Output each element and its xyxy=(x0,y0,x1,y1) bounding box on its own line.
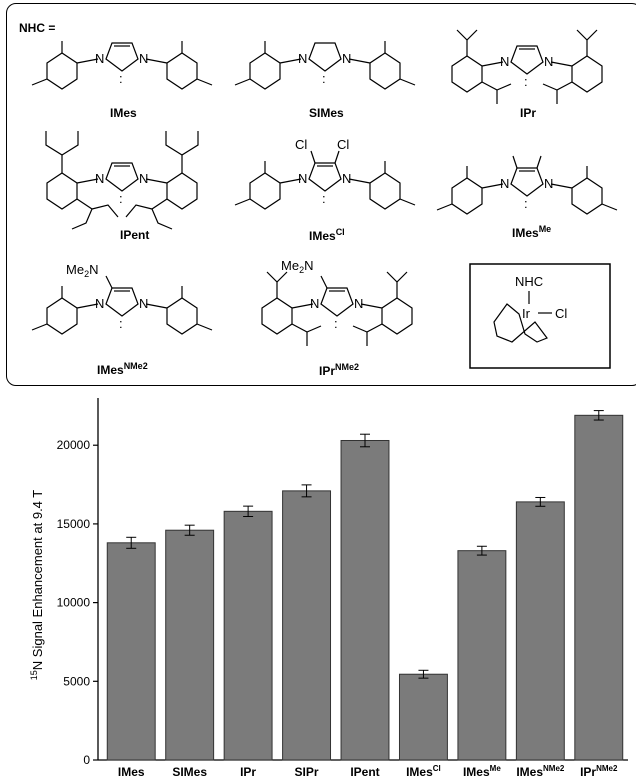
bar xyxy=(574,414,624,761)
carbene-lone-pair: : xyxy=(334,316,338,331)
x-tick-label: SIMes xyxy=(172,765,207,779)
carbene-lone-pair: : xyxy=(524,74,528,89)
atom-n-left: N xyxy=(298,171,307,186)
atom-me2n: Me2N xyxy=(66,262,98,279)
bar xyxy=(515,501,565,761)
structure-simes: N N : xyxy=(234,41,416,90)
y-tick-label: 5000 xyxy=(63,674,90,688)
atom-n-right: N xyxy=(139,296,148,311)
y-tick-label: 15000 xyxy=(57,517,91,531)
atom-n-right: N xyxy=(139,51,148,66)
carbene-lone-pair: : xyxy=(322,71,326,86)
compound-label: IMesMe xyxy=(512,224,551,240)
bar xyxy=(106,542,156,761)
y-tick-label: 20000 xyxy=(57,438,91,452)
carbene-lone-pair: : xyxy=(119,316,123,331)
bar xyxy=(165,529,215,761)
structure-ipent: N N : xyxy=(45,131,199,230)
structure-imes: N N : xyxy=(31,41,213,90)
bar xyxy=(340,439,390,761)
x-tick-label: IPr xyxy=(240,765,256,779)
compound-label: IMesCl xyxy=(309,227,345,243)
atom-n-left: N xyxy=(95,171,104,186)
enhancement-bar-chart: 15N Signal Enhancement at 9.4 T 0 5000 100… xyxy=(0,390,636,780)
atom-n-right: N xyxy=(544,176,553,191)
atom-n-right: N xyxy=(544,54,553,69)
complex-halide: Cl xyxy=(555,306,567,321)
atom-n-right: N xyxy=(139,171,148,186)
x-tick-label: IPrNMe2 xyxy=(580,764,618,779)
compound-label: IPent xyxy=(120,228,149,242)
y-tick-label: 0 xyxy=(83,753,90,767)
atom-cl-left: Cl xyxy=(295,137,307,152)
cod-ligand xyxy=(493,303,548,343)
atom-n-left: N xyxy=(500,54,509,69)
structure-ipr: N N : xyxy=(451,29,603,104)
atom-n-left: N xyxy=(95,296,104,311)
bar xyxy=(282,490,332,761)
bar xyxy=(457,550,507,761)
scheme-header: NHC = xyxy=(19,21,55,35)
structure-iprnme2: Me2N N N : xyxy=(261,258,413,346)
x-tick-label: IMesMe xyxy=(463,764,501,779)
x-tick-label: SIPr xyxy=(295,765,319,779)
atom-me2n: Me2N xyxy=(281,258,313,275)
chart-plot-area: 15N Signal Enhancement at 9.4 T 0 5000 100… xyxy=(29,398,628,779)
iridium-complex: NHC Ir Cl xyxy=(469,263,611,369)
x-tick-label: IMesCl xyxy=(406,764,441,779)
carbene-lone-pair: : xyxy=(322,191,326,206)
structure-imesme: N N : xyxy=(436,155,618,215)
atom-n-right: N xyxy=(342,171,351,186)
compound-label: SIMes xyxy=(309,106,344,120)
x-tick-label: IPent xyxy=(350,765,379,779)
x-tick-label: IMes xyxy=(118,765,145,779)
atom-n-right: N xyxy=(354,296,363,311)
compound-label: IPrNMe2 xyxy=(319,362,359,378)
structure-imescl: Cl Cl N N : xyxy=(234,137,416,210)
carbene-lone-pair: : xyxy=(524,196,528,211)
x-tick-label: IMesNMe2 xyxy=(516,764,565,779)
compound-label: IMes xyxy=(110,106,137,120)
nhc-structure-scheme: NHC = N N : N N xyxy=(6,3,636,386)
bar xyxy=(223,510,273,761)
y-axis-title: 15N Signal Enhancement at 9.4 T xyxy=(29,490,45,681)
atom-cl-right: Cl xyxy=(337,137,349,152)
bar xyxy=(398,673,448,761)
y-tick-label: 10000 xyxy=(57,596,91,610)
atom-n-left: N xyxy=(298,51,307,66)
carbene-lone-pair: : xyxy=(119,71,123,86)
carbene-lone-pair: : xyxy=(119,191,123,206)
compound-label: IPr xyxy=(520,106,536,120)
svg-text:15N Signal Enhancement at 9.4: 15N Signal Enhancement at 9.4 T xyxy=(29,490,45,681)
complex-metal: Ir xyxy=(522,306,531,321)
atom-n-left: N xyxy=(95,51,104,66)
atom-n-left: N xyxy=(500,176,509,191)
structure-imesnme2: Me2N N N : xyxy=(31,262,213,335)
complex-ligand: NHC xyxy=(515,274,543,289)
structure-drawing: NHC = N N : N N xyxy=(19,21,618,378)
atom-n-right: N xyxy=(342,51,351,66)
compound-labels: IMes SIMes IPr IPent IMesCl IMesMe IMesN… xyxy=(97,106,551,378)
atom-n-left: N xyxy=(310,296,319,311)
compound-label: IMesNMe2 xyxy=(97,361,148,377)
